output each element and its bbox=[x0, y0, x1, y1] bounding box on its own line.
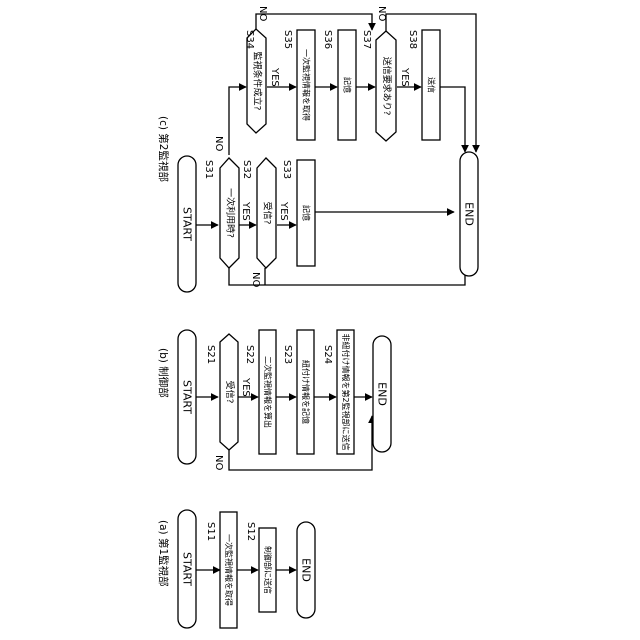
step-s24-text: 非紐付け情報を第2監視部に送信 bbox=[341, 333, 351, 450]
s37-yes-label: YES bbox=[399, 67, 410, 87]
s21-yes-label: YES bbox=[240, 377, 251, 397]
step-s36-code: S36 bbox=[322, 30, 333, 49]
panel-a-start-text: START bbox=[181, 552, 194, 586]
decision-s21-text: 受信? bbox=[224, 381, 236, 404]
panel-b-start-text: START bbox=[181, 380, 194, 414]
panel-a-caption: (a) 第1監視部 bbox=[157, 520, 170, 587]
panel-b: (b) 制御部 START 受信? S21 YES NO 二次監視情報を算出 S… bbox=[157, 330, 391, 470]
decision-s31-text: 一次利用時? bbox=[225, 188, 237, 238]
s31-no-label: NO bbox=[213, 136, 224, 151]
step-s36-text: 記憶 bbox=[343, 77, 353, 93]
decision-s32-text: 受信? bbox=[262, 202, 274, 225]
panel-c-start-text: START bbox=[181, 207, 194, 241]
panel-c-caption: (c) 第2監視部 bbox=[157, 116, 170, 182]
step-s22-code: S22 bbox=[244, 345, 255, 364]
step-s11-code: S11 bbox=[205, 522, 216, 541]
step-s38-code: S38 bbox=[407, 30, 418, 49]
decision-s34-code: S34 bbox=[244, 30, 255, 49]
step-s35-code: S35 bbox=[282, 30, 293, 49]
step-s35-text: 一次監視情報を取得 bbox=[302, 49, 312, 121]
step-s33-text: 記憶 bbox=[302, 205, 312, 221]
panel-c-end-text: END bbox=[463, 202, 476, 226]
panel-b-end-text: END bbox=[376, 382, 389, 406]
decision-s21-code: S21 bbox=[205, 345, 216, 364]
panel-a: (a) 第1監視部 START 一次監視情報を取得 S11 制御部に送信 S12… bbox=[157, 510, 315, 628]
s21-no-label: NO bbox=[213, 455, 224, 470]
step-s12-text: 制御部に送信 bbox=[263, 546, 273, 594]
step-s38-text: 送信 bbox=[427, 77, 437, 93]
panel-c: (c) 第2監視部 START 一次利用時? S31 YES NO 受信? S3… bbox=[157, 6, 478, 292]
s34-no-label: NO bbox=[257, 6, 268, 21]
decision-s37-text: 送信要求あり? bbox=[381, 57, 393, 116]
decision-s32-code: S32 bbox=[241, 160, 252, 179]
step-s24-code: S24 bbox=[322, 345, 333, 364]
panel-a-end-text: END bbox=[300, 558, 313, 582]
step-s12-code: S12 bbox=[245, 522, 256, 541]
step-s11-text: 一次監視情報を取得 bbox=[224, 534, 234, 606]
s31-yes-label: YES bbox=[240, 201, 251, 221]
step-s23-code: S23 bbox=[282, 345, 293, 364]
panel-b-caption: (b) 制御部 bbox=[157, 348, 170, 398]
decision-s37-code: S37 bbox=[361, 30, 372, 49]
s32-yes-label: YES bbox=[278, 201, 289, 221]
decision-s34-text: 監視条件成立? bbox=[252, 52, 264, 111]
s34-yes-label: YES bbox=[269, 67, 280, 87]
s32-no-label: NO bbox=[250, 272, 261, 287]
step-s22-text: 二次監視情報を算出 bbox=[263, 356, 273, 428]
step-s33-code: S33 bbox=[281, 160, 292, 179]
decision-s31-code: S31 bbox=[203, 160, 214, 179]
s37-no-label: NO bbox=[376, 6, 387, 21]
step-s23-text: 紐付け情報を記憶 bbox=[301, 360, 311, 424]
